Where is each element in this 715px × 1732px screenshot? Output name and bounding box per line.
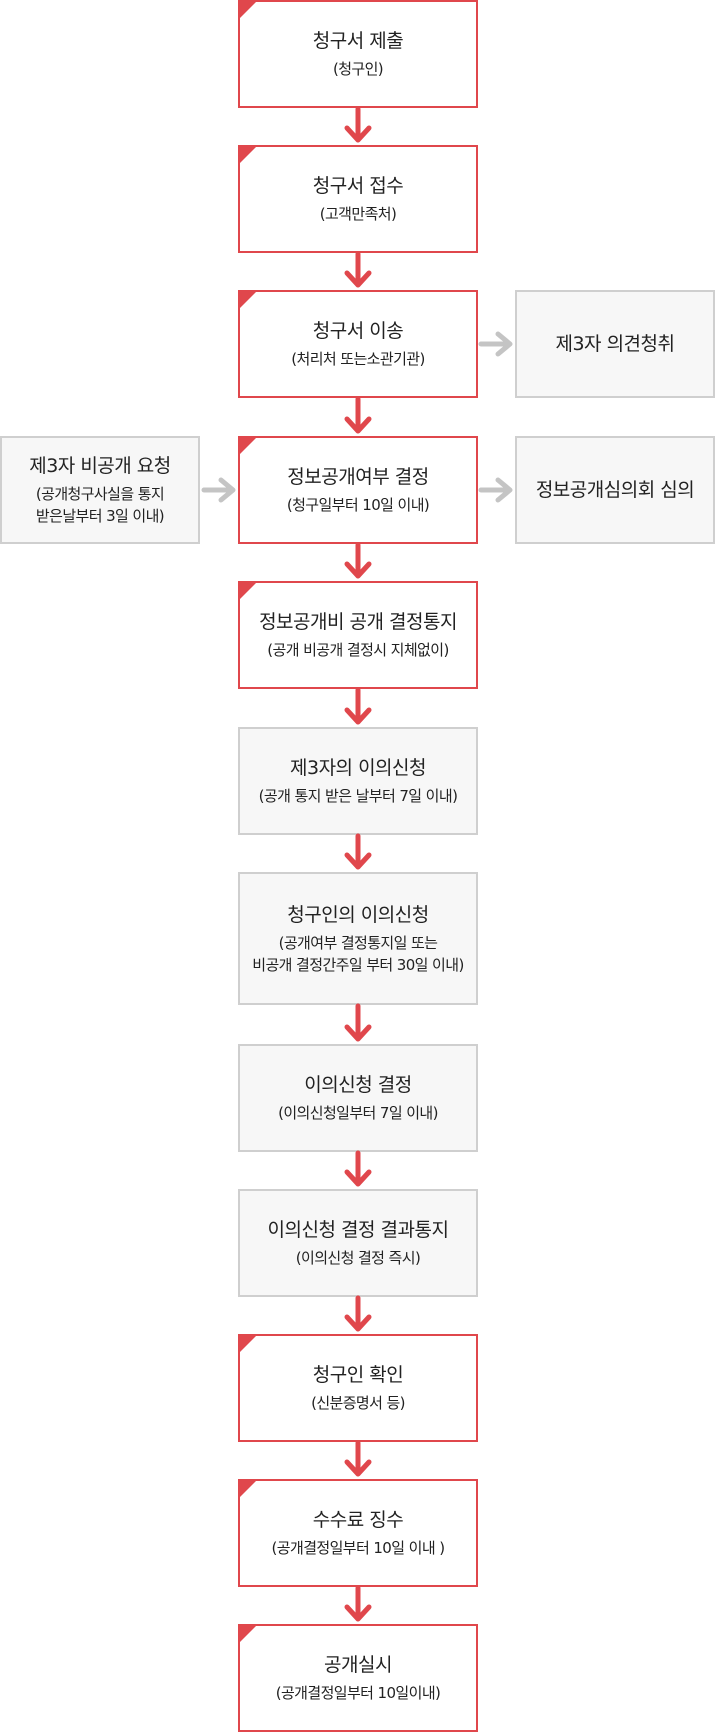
- step-subtitle: (공개여부 결정통지일 또는 비공개 결정간주일 부터 30일 이내): [252, 933, 464, 974]
- side-title: 제3자 비공개 요청: [29, 455, 171, 477]
- step-disclosure-decision: 정보공개여부 결정 (청구일부터 10일 이내): [238, 436, 478, 544]
- step-title: 수수료 징수: [312, 1509, 404, 1531]
- step-request-submission: 청구서 제출 (청구인): [238, 0, 478, 108]
- step-fee-collection: 수수료 징수 (공개결정일부터 10일 이내 ): [238, 1479, 478, 1587]
- right-arrow-from-request: [201, 477, 236, 503]
- down-arrow: [344, 833, 372, 870]
- down-arrow: [344, 106, 372, 143]
- step-subtitle: (이의신청일부터 7일 이내): [278, 1104, 438, 1122]
- step-decision-notice: 정보공개비 공개 결정통지 (공개 비공개 결정시 지체없이): [238, 581, 478, 689]
- step-objection-decision: 이의신청 결정 (이의신청일부터 7일 이내): [238, 1044, 478, 1152]
- step-subtitle: (공개결정일부터 10일 이내 ): [271, 1539, 446, 1557]
- step-title: 정보공개비 공개 결정통지: [259, 611, 457, 633]
- step-title: 청구인의 이의신청: [287, 903, 429, 926]
- step-title: 청구인 확인: [312, 1364, 404, 1386]
- step-request-receipt: 청구서 접수 (고객만족처): [238, 145, 478, 253]
- down-arrows: [344, 106, 372, 1622]
- corner-marker: [238, 1624, 258, 1644]
- corner-marker: [238, 1479, 258, 1499]
- down-arrow: [344, 687, 372, 725]
- step-subtitle: (이의신청 결정 즉시): [295, 1249, 421, 1267]
- corner-marker: [238, 436, 258, 456]
- down-arrow: [344, 251, 372, 288]
- step-title: 청구서 접수: [312, 175, 404, 197]
- right-arrow-to-committee: [478, 477, 513, 503]
- side-committee-review: 정보공개심의회 심의: [515, 436, 715, 544]
- step-title: 이의신청 결정: [304, 1074, 412, 1096]
- step-title: 공개실시: [324, 1654, 392, 1676]
- step-title: 청구서 이송: [312, 320, 404, 342]
- step-requester-verification: 청구인 확인 (신분증명서 등): [238, 1334, 478, 1442]
- down-arrow: [344, 1440, 372, 1477]
- step-subtitle: (청구인): [332, 60, 384, 78]
- side-title: 정보공개심의회 심의: [535, 479, 695, 501]
- side-subtitle: (공개청구사실을 통지 받은날부터 3일 이내): [35, 485, 165, 525]
- corner-marker: [238, 1334, 258, 1354]
- step-title: 청구서 제출: [312, 30, 404, 52]
- step-subtitle: (고객만족처): [319, 205, 397, 223]
- step-subtitle: (처리처 또는소관기관): [291, 350, 425, 368]
- corner-marker: [238, 581, 258, 601]
- side-title: 제3자 의견청취: [555, 333, 675, 355]
- step-disclosure-execution: 공개실시 (공개결정일부터 10일이내): [238, 1624, 478, 1732]
- corner-marker: [238, 145, 258, 165]
- down-arrow: [344, 396, 372, 434]
- down-arrow: [344, 1585, 372, 1622]
- step-subtitle: (공개 비공개 결정시 지체없이): [267, 641, 449, 659]
- step-subtitle: (공개결정일부터 10일이내): [275, 1684, 441, 1702]
- down-arrow: [344, 1295, 372, 1332]
- step-subtitle: (청구일부터 10일 이내): [286, 496, 430, 514]
- step-subtitle: (신분증명서 등): [311, 1394, 405, 1412]
- down-arrow: [344, 1003, 372, 1042]
- step-title: 이의신청 결정 결과통지: [267, 1219, 449, 1241]
- step-request-transfer: 청구서 이송 (처리처 또는소관기관): [238, 290, 478, 398]
- side-arrows: [201, 331, 513, 503]
- step-title: 정보공개여부 결정: [287, 466, 429, 488]
- side-third-party-opinion: 제3자 의견청취: [515, 290, 715, 398]
- step-title: 제3자의 이의신청: [290, 757, 427, 779]
- down-arrow: [344, 1150, 372, 1187]
- side-third-party-nondisclosure-request: 제3자 비공개 요청 (공개청구사실을 통지 받은날부터 3일 이내): [0, 436, 200, 544]
- step-objection-result-notice: 이의신청 결정 결과통지 (이의신청 결정 즉시): [238, 1189, 478, 1297]
- step-subtitle: (공개 통지 받은 날부터 7일 이내): [258, 787, 458, 805]
- right-arrow-to-opinion: [478, 331, 513, 357]
- corner-marker: [238, 290, 258, 310]
- down-arrow: [344, 542, 372, 579]
- step-requester-objection: 청구인의 이의신청 (공개여부 결정통지일 또는 비공개 결정간주일 부터 30…: [238, 872, 478, 1005]
- corner-marker: [238, 0, 258, 20]
